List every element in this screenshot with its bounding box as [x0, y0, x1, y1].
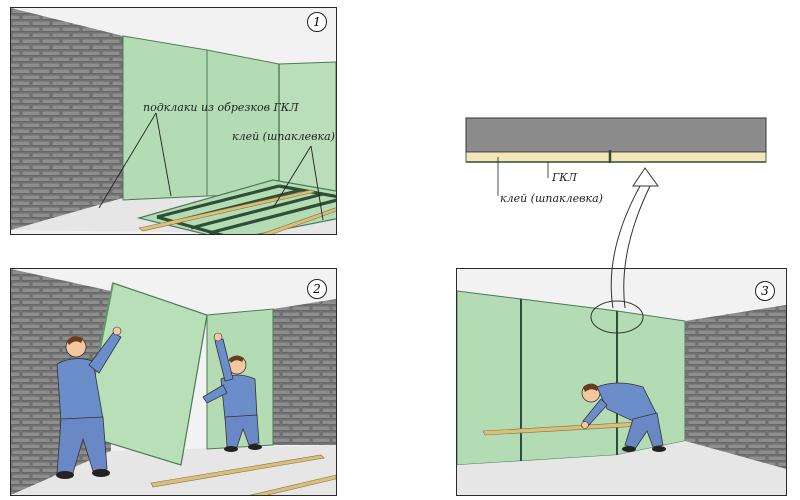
- label-gkl: ГКЛ: [552, 171, 577, 184]
- panel-step-2: 2: [10, 268, 337, 496]
- panel-step-3: 3: [456, 268, 787, 496]
- step-number-2: 2: [307, 279, 327, 299]
- gypsum-board-1: [122, 35, 208, 201]
- gypsum-board-2: [206, 49, 280, 197]
- right-brick-wall: [685, 305, 786, 469]
- left-brick-wall: [11, 8, 123, 230]
- callout-arrow-head: [632, 167, 659, 187]
- wood-lath-2: [250, 474, 336, 495]
- glue-layer: [465, 151, 767, 163]
- worker-with-level: [581, 382, 666, 452]
- gypsum-board-1: [457, 290, 522, 466]
- scene-step-2: [11, 269, 336, 495]
- gypsum-board-3: [278, 61, 336, 195]
- ceiling-section-detail: [465, 117, 767, 196]
- floor: [457, 441, 786, 495]
- scene-step-1: [11, 8, 336, 234]
- label-glue-detail: клей (шпаклевка): [500, 192, 603, 205]
- wood-lath-1: [150, 454, 325, 488]
- floor: [11, 445, 336, 495]
- worker-left: [56, 326, 122, 479]
- worker-right: [202, 332, 262, 452]
- label-glue-panel-1: клей (шпаклевка): [232, 130, 335, 143]
- scene-step-3: [457, 269, 786, 495]
- right-brick-wall: [273, 299, 336, 445]
- gypsum-board-2: [520, 298, 618, 462]
- ceiling-slab: [465, 117, 767, 153]
- wood-lath-1: [138, 189, 316, 232]
- step-number-1: 1: [307, 12, 327, 32]
- label-pads: подклаки из обрезков ГКЛ: [143, 101, 299, 114]
- step-number-3: 3: [755, 281, 775, 301]
- panel-step-1: 1 подклаки из обрезков ГКЛ клей (шпаклев…: [10, 7, 337, 235]
- wood-lath-2: [260, 207, 336, 234]
